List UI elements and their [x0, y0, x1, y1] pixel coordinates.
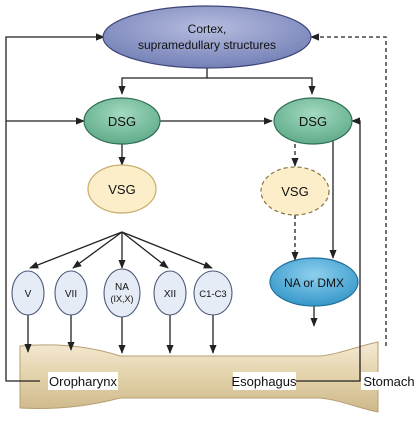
arrow-vsg-to-nerve-vii: [72, 231, 123, 269]
arrow-cortex-to-dsg-right: [207, 77, 316, 95]
arrow-vsg-to-nerve-c1c3: [121, 231, 213, 269]
na-dmx-node: NA or DMX: [269, 257, 359, 307]
nerve-c1c3-label: C1-C3: [199, 289, 226, 300]
nerve-xii-node: XII: [153, 270, 187, 316]
nerve-vii-node: VII: [54, 270, 88, 316]
nerve-vii-label: VII: [65, 289, 77, 300]
dashed-stomach-to-cortex: [310, 33, 387, 346]
nerve-v-node: V: [11, 270, 45, 316]
nerve-v-label: V: [25, 289, 32, 300]
dsg-left-node: DSG: [83, 97, 161, 145]
arrow-oropharynx-to-cortex: [5, 33, 105, 382]
nerve-xii-label: XII: [164, 289, 176, 300]
arrow-cortex-to-dsg-left: [118, 68, 208, 95]
oropharynx-label: Oropharynx: [49, 374, 117, 389]
cortex-label-line2: supramedullary structures: [138, 38, 276, 52]
vsg-left-label: VSG: [108, 182, 135, 197]
esophagus-label: Esophagus: [231, 374, 297, 389]
vsg-left-node: VSG: [87, 164, 157, 214]
nerve-na-label-line1: NA: [115, 282, 129, 293]
cortex-node: Cortex, supramedullary structures: [102, 5, 312, 69]
dashed-connectors: [291, 33, 387, 346]
dsg-left-label: DSG: [108, 114, 136, 129]
nerve-nodes: V VII NA (IX,X) XII C1-C3: [11, 268, 233, 318]
tract-shape: [19, 341, 379, 413]
tract-labels: Oropharynx Esophagus Stomach: [48, 372, 418, 390]
connectors: [5, 33, 361, 382]
vsg-right-node: VSG: [260, 166, 330, 216]
digestive-tract: [19, 341, 379, 413]
na-dmx-label: NA or DMX: [284, 276, 344, 290]
dsg-right-label: DSG: [299, 114, 327, 129]
arrow-vsg-to-nerve-v: [29, 231, 123, 269]
cortex-label-line1: Cortex,: [188, 22, 227, 36]
arrow-vsg-to-nerve-xii: [121, 231, 169, 269]
dsg-right-node: DSG: [273, 97, 353, 145]
nerve-na-label-line2: (IX,X): [110, 294, 133, 304]
stomach-label: Stomach: [363, 374, 414, 389]
nerve-c1c3-node: C1-C3: [193, 270, 233, 316]
nerve-na-node: NA (IX,X): [103, 268, 141, 318]
arrow-esophagus-to-dsg-right: [296, 117, 361, 382]
vsg-right-label: VSG: [281, 184, 308, 199]
